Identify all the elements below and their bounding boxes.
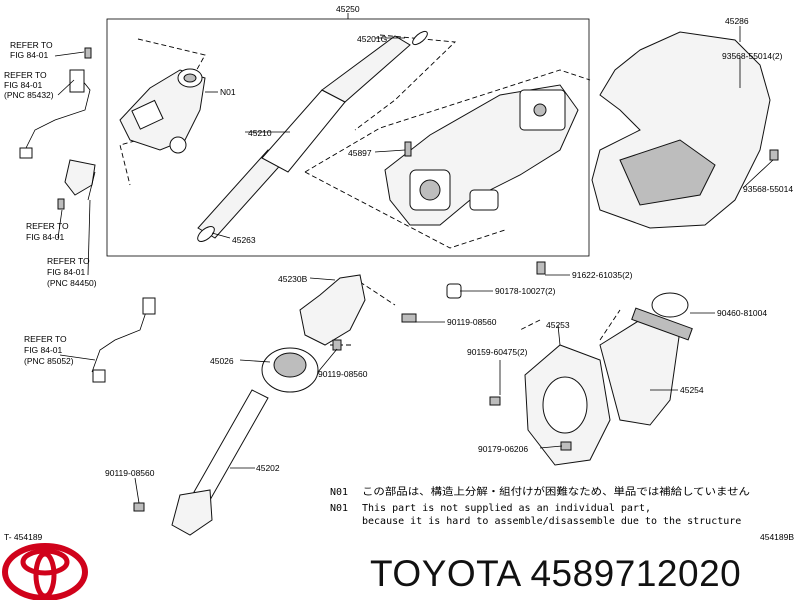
label-90178: 90178-10027(2)	[495, 286, 556, 296]
label-45026: 45026	[210, 356, 234, 366]
footer-left-code: T- 454189	[4, 532, 43, 542]
refer-label-2: REFER TO FIG 84-01 (PNC 85432)	[4, 70, 54, 100]
refer-label-4: REFER TO FIG 84-01 (PNC 84450)	[47, 256, 97, 288]
label-91622: 91622-61035(2)	[572, 270, 633, 280]
svg-text:REFER TO: REFER TO	[4, 70, 47, 80]
label-45201g: 45201G	[357, 34, 387, 44]
label-45253: 45253	[546, 320, 570, 330]
svg-text:REFER TO: REFER TO	[47, 256, 90, 266]
refer-label-5: REFER TO FIG 84-01 (PNC 85052)	[24, 334, 74, 366]
leader-lines	[54, 26, 774, 504]
key-cylinder-part	[119, 68, 206, 154]
note-code-en: N01	[330, 503, 348, 514]
refer-label-3: REFER TO FIG 84-01	[26, 221, 69, 242]
brand-part-title: TOYOTA 4589712020	[370, 553, 741, 594]
svg-text:REFER TO: REFER TO	[10, 40, 53, 50]
column-cover-part	[591, 31, 771, 229]
footer-right-code: 454189B	[760, 532, 794, 542]
refer-label-1: REFER TO FIG 84-01	[10, 40, 53, 60]
label-90159: 90159-60475(2)	[467, 347, 528, 357]
column-bracket-part	[384, 84, 579, 226]
label-45897: 45897	[348, 148, 372, 158]
label-90460: 90460-81004	[717, 308, 767, 318]
svg-text:FIG 84-01: FIG 84-01	[4, 80, 43, 90]
dashed-group-ignition	[119, 38, 206, 186]
intermediate-shaft-part	[171, 274, 366, 536]
note-code-jp: N01	[330, 487, 348, 498]
label-90119-c: 90119-08560	[105, 468, 155, 478]
svg-text:(PNC 85052): (PNC 85052)	[24, 356, 74, 366]
label-45250: 45250	[336, 4, 360, 14]
label-93568-b: 93568-55014	[743, 184, 793, 194]
label-45202: 45202	[256, 463, 280, 473]
svg-text:FIG 84-01: FIG 84-01	[26, 232, 65, 242]
wiring-harness	[19, 69, 156, 383]
label-45263: 45263	[232, 235, 256, 245]
svg-text:REFER TO: REFER TO	[26, 221, 69, 231]
svg-text:REFER TO: REFER TO	[24, 334, 67, 344]
label-n01: N01	[220, 87, 236, 97]
label-45286: 45286	[725, 16, 749, 26]
dust-boot-part	[524, 292, 693, 466]
svg-text:(PNC 84450): (PNC 84450)	[47, 278, 97, 288]
label-45230b: 45230B	[278, 274, 308, 284]
label-45210: 45210	[248, 128, 272, 138]
note-text-en-2: because it is hard to assemble/disassemb…	[362, 516, 741, 527]
label-90179: 90179-06206	[478, 444, 528, 454]
note-text-en-1: This part is not supplied as an individu…	[362, 503, 651, 514]
note-text-jp: この部品は、構造上分解・組付けが困難なため、単品では補給していません	[362, 485, 750, 498]
label-93568-a: 93568-55014(2)	[722, 51, 783, 61]
svg-text:FIG 84-01: FIG 84-01	[24, 345, 63, 355]
svg-text:(PNC 85432): (PNC 85432)	[4, 90, 54, 100]
toyota-logo	[2, 543, 88, 600]
svg-text:FIG 84-01: FIG 84-01	[10, 50, 49, 60]
steering-shaft-part	[197, 30, 428, 242]
label-45254: 45254	[680, 385, 704, 395]
label-90119-a: 90119-08560	[447, 317, 497, 327]
bolts	[57, 47, 779, 512]
svg-text:FIG 84-01: FIG 84-01	[47, 267, 86, 277]
label-90119-b: 90119-08560	[318, 369, 368, 379]
